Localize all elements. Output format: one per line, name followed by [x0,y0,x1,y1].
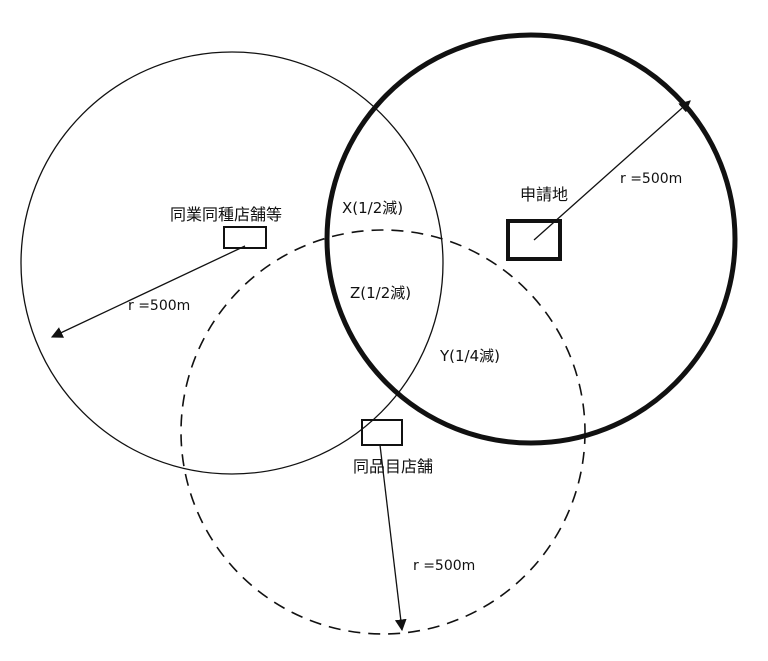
radius-arrow-bottom [379,444,407,632]
competitor-circle [20,51,444,475]
same-item-store-box [361,419,403,446]
applicant-site-box [506,219,562,261]
radius-arrow-right [533,100,691,241]
zone-y-label: Y(1/4減) [439,347,500,365]
radius-label-left: r =500m [128,298,190,314]
applicant-site-label: 申請地 [520,185,568,204]
competitor-store-label: 同業同種店舗等 [170,205,282,224]
zone-x-label: X(1/2減) [342,199,403,217]
radius-label-right: r =500m [620,171,682,187]
applicant-circle [324,32,738,446]
radius-arrow-left [50,245,246,338]
same-item-store-label: 同品目店舗 [353,457,433,476]
competitor-store-box [223,226,267,249]
same-item-circle [180,229,586,635]
zone-z-label: Z(1/2減) [350,284,411,302]
radius-label-bottom: r =500m [413,558,475,574]
